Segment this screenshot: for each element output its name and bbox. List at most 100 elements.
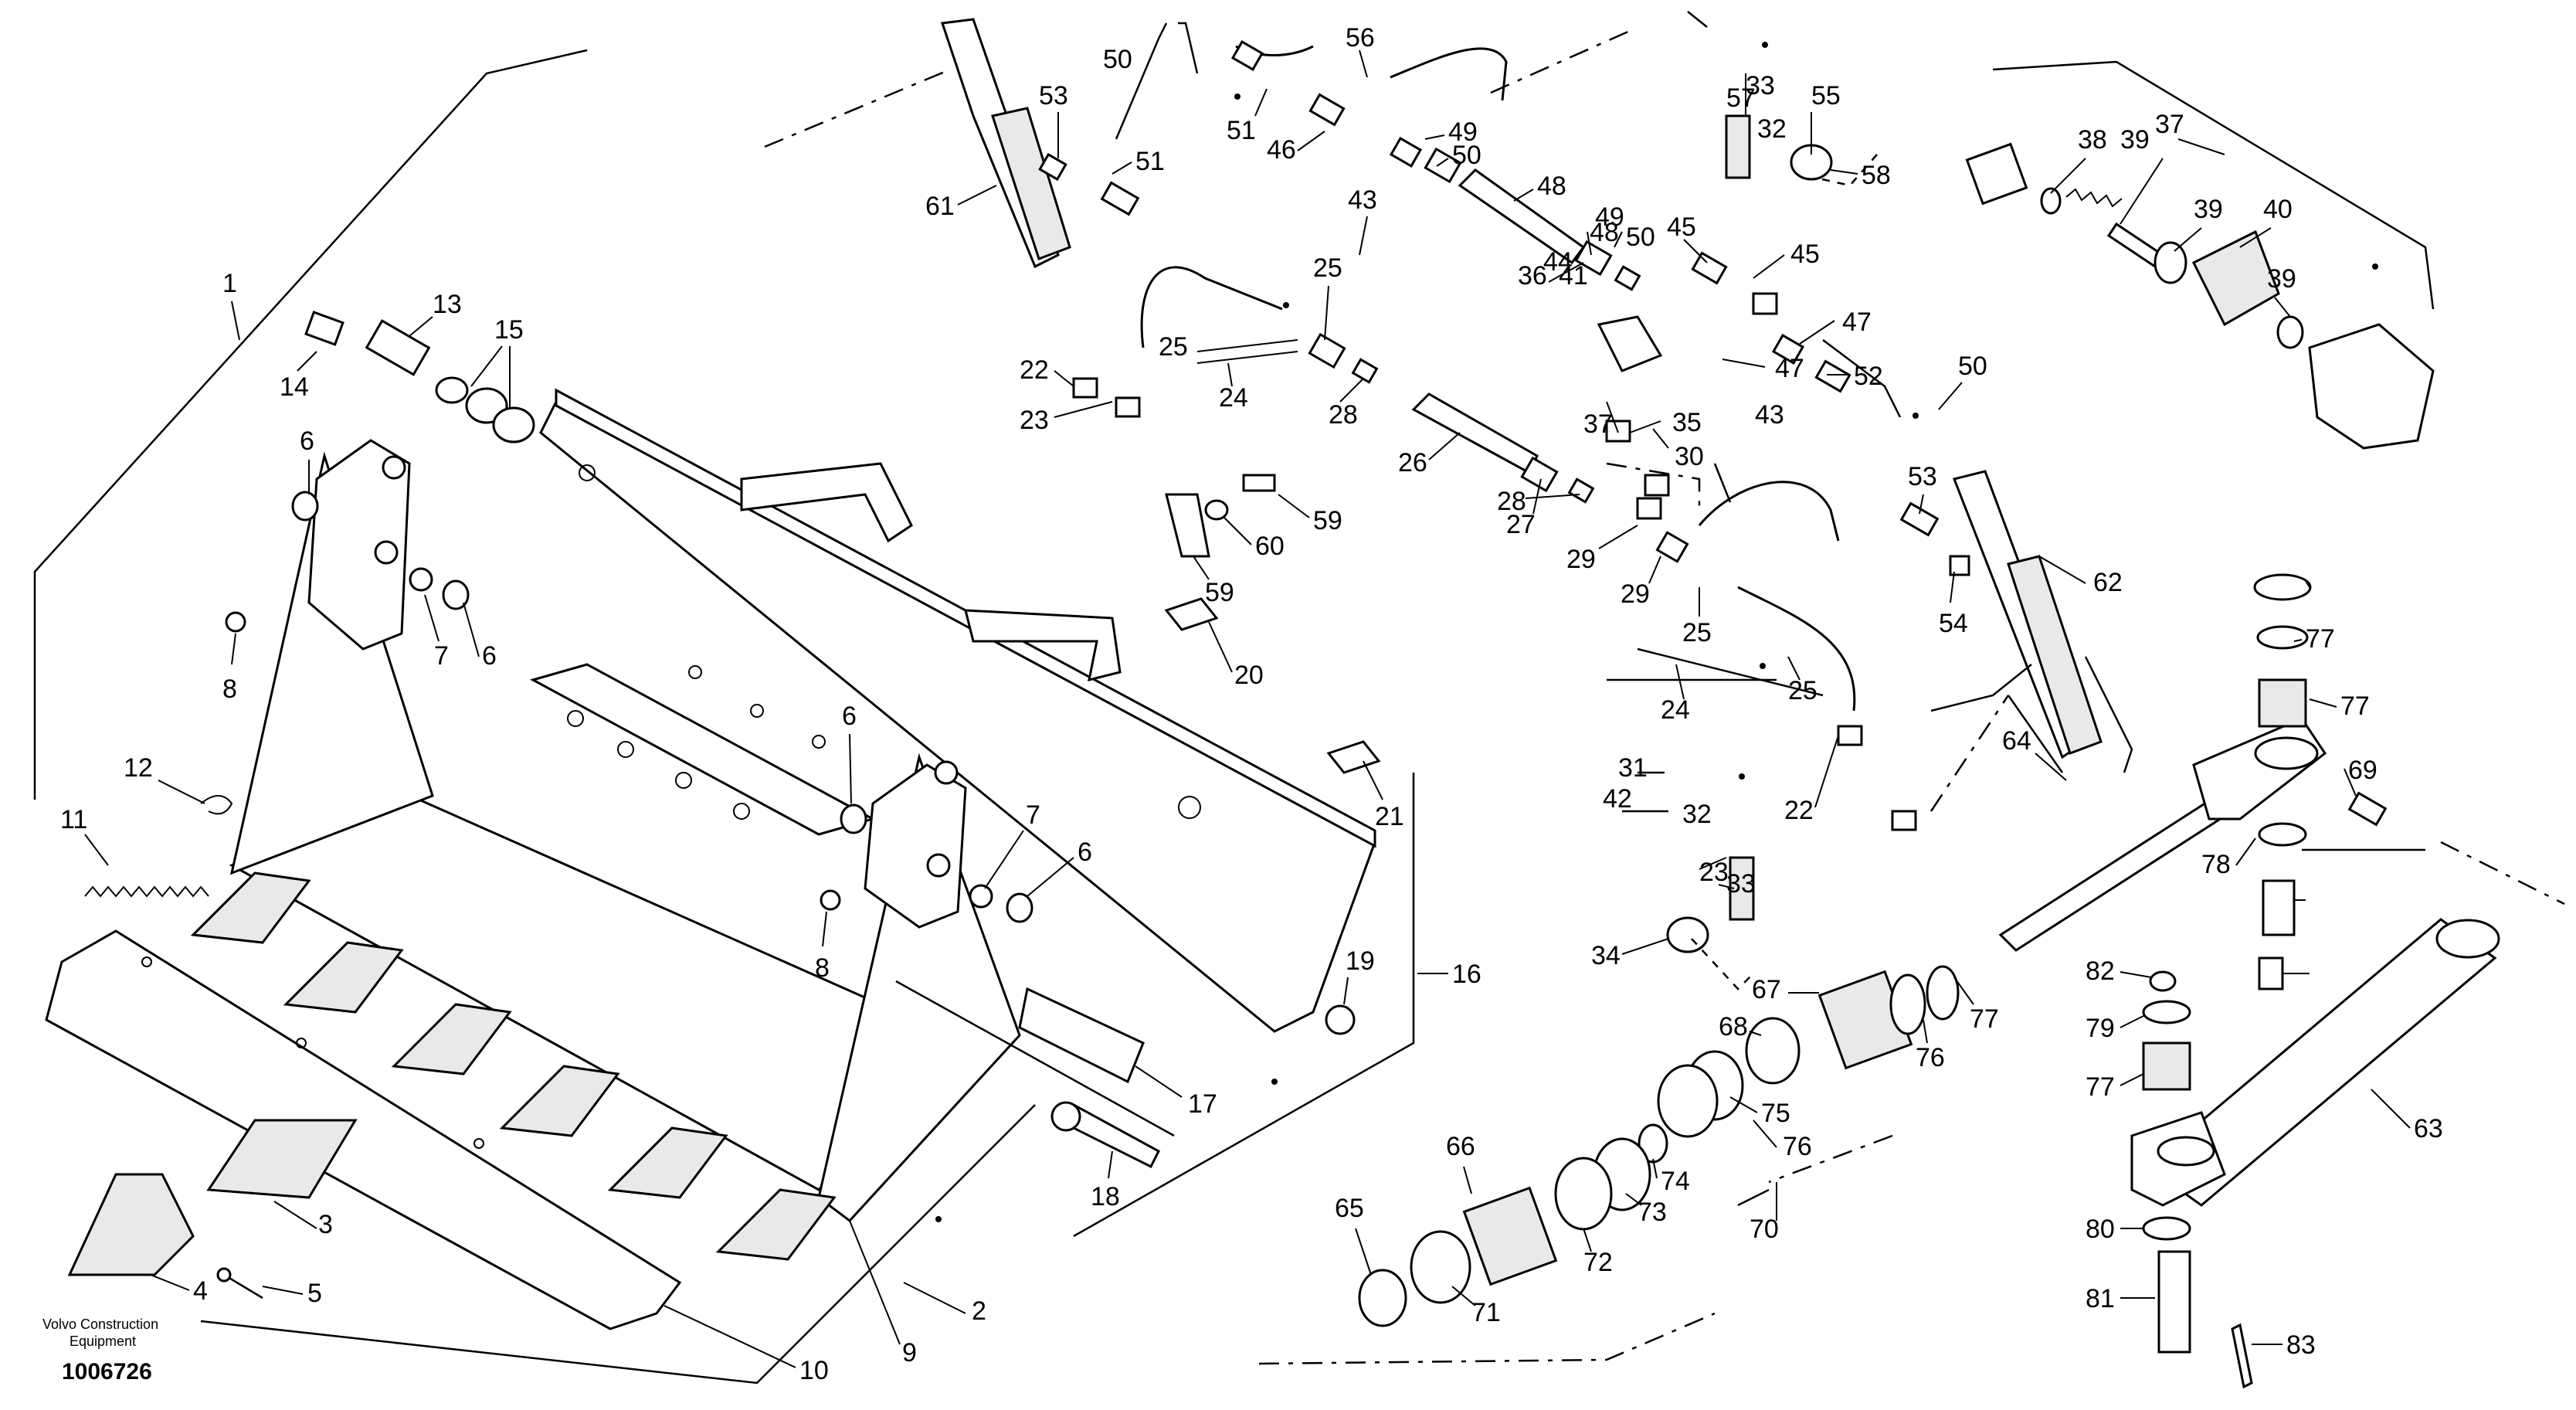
ear-hole <box>382 455 406 480</box>
spherical-bearing <box>2258 678 2307 728</box>
part-label: 83 <box>2286 1330 2316 1360</box>
hose <box>1390 47 1508 101</box>
part-label: 16 <box>1452 960 1481 989</box>
part-label: 13 <box>433 290 462 319</box>
valve-plug <box>1965 142 2028 206</box>
bushing <box>409 567 433 592</box>
cylinder-assembly <box>1358 573 2500 1389</box>
right-pivot-ear <box>864 763 967 929</box>
part-label: 23 <box>1020 406 1049 435</box>
part-label: 24 <box>1661 695 1690 725</box>
bucket-teeth <box>190 871 837 1261</box>
part-label: 53 <box>1908 462 1937 491</box>
bolt <box>304 311 344 346</box>
part-label: 43 <box>1348 185 1377 215</box>
part-label: 55 <box>1811 81 1841 110</box>
part-label: 45 <box>1667 212 1696 242</box>
part-label: 25 <box>1313 253 1342 283</box>
bucket-hole <box>750 704 764 718</box>
part-label: 31 <box>1618 753 1648 783</box>
bushing <box>291 491 319 522</box>
part-label: 49 <box>1448 117 1478 147</box>
part-label: 77 <box>2086 1072 2115 1102</box>
hydraulic-fittings <box>1038 40 1970 953</box>
part-label: 53 <box>1039 81 1068 110</box>
part-label: 22 <box>1020 355 1049 385</box>
part-label: 69 <box>2348 756 2377 785</box>
part-label: 33 <box>1726 869 1756 899</box>
part-label: 29 <box>1621 579 1650 609</box>
part-label: 43 <box>1755 400 1784 430</box>
relief-valve-assembly <box>1965 142 2435 450</box>
washer <box>435 376 469 404</box>
part-label: 63 <box>2414 1114 2443 1143</box>
nut <box>1325 1004 1356 1035</box>
part-label: 50 <box>1626 223 1655 252</box>
part-label: 82 <box>2086 956 2115 986</box>
part-label: 77 <box>1970 1004 1999 1034</box>
part-label: 37 <box>1583 409 1613 439</box>
part-label: 6 <box>482 641 497 671</box>
spring-clip <box>200 795 233 815</box>
part-label: 50 <box>1958 352 1987 381</box>
part-label: 65 <box>1335 1194 1364 1223</box>
part-label: 24 <box>1219 383 1248 413</box>
part-label: 19 <box>1346 946 1375 976</box>
part-label: 18 <box>1091 1182 1120 1211</box>
wear-strip <box>530 663 876 836</box>
part-label: 25 <box>1159 332 1188 362</box>
bucket-hole <box>812 735 826 749</box>
wiper-ring <box>2253 573 2312 601</box>
bucket-hole <box>688 665 702 679</box>
part-label: 48 <box>1537 172 1566 201</box>
part-label: 47 <box>1842 307 1872 337</box>
part-label: 70 <box>1750 1215 1779 1244</box>
part-label: 72 <box>1583 1248 1613 1277</box>
part-label: 54 <box>1939 609 1968 638</box>
part-label: 80 <box>2086 1215 2115 1244</box>
hose <box>1737 586 1856 712</box>
ear-hole <box>374 540 399 565</box>
piston-rod <box>1998 794 2235 952</box>
part-label: 67 <box>1752 975 1781 1004</box>
part-label: 38 <box>2078 125 2107 155</box>
part-label: 17 <box>1188 1089 1217 1119</box>
part-label: 50 <box>1452 141 1481 170</box>
part-label: 15 <box>494 315 524 345</box>
part-label: 51 <box>1227 116 1256 145</box>
bucket-hole <box>579 464 596 481</box>
retaining-ring <box>2256 625 2309 650</box>
part-label: 46 <box>1267 135 1296 165</box>
part-label: 8 <box>815 953 830 983</box>
part-label: 36 <box>1518 261 1547 290</box>
part-label: 42 <box>1603 784 1632 814</box>
brand-line-1: Volvo Construction <box>42 1317 158 1332</box>
side-cutter-plate <box>1018 987 1145 1084</box>
rubber-block <box>1164 597 1219 631</box>
part-label: 34 <box>1591 941 1621 970</box>
part-label: 48 <box>1590 218 1619 247</box>
part-label: 12 <box>124 753 153 783</box>
part-label: 76 <box>1783 1132 1812 1161</box>
bushing <box>442 579 470 610</box>
tooth-pin <box>223 1273 263 1300</box>
grease-nipple <box>225 611 246 633</box>
wear-strip-bolts <box>567 710 750 820</box>
part-label: 7 <box>1026 800 1040 830</box>
part-label: 57 <box>1726 83 1756 113</box>
steel-pipe <box>1411 392 1539 475</box>
part-label: 49 <box>1595 202 1624 232</box>
part-label: 44 <box>1543 247 1573 277</box>
part-label: 39 <box>2267 264 2296 294</box>
part-label: 50 <box>1103 45 1132 74</box>
part-label: 14 <box>280 372 309 402</box>
pin <box>2262 879 2296 936</box>
part-label: 28 <box>1497 487 1526 516</box>
part-label: 81 <box>2086 1284 2115 1313</box>
hydraulic-system <box>935 18 2378 1222</box>
loose-tooth <box>206 1119 358 1199</box>
bushing <box>1006 892 1033 923</box>
grease-nipple <box>820 889 841 911</box>
figure-id: 1006726 <box>62 1359 152 1385</box>
